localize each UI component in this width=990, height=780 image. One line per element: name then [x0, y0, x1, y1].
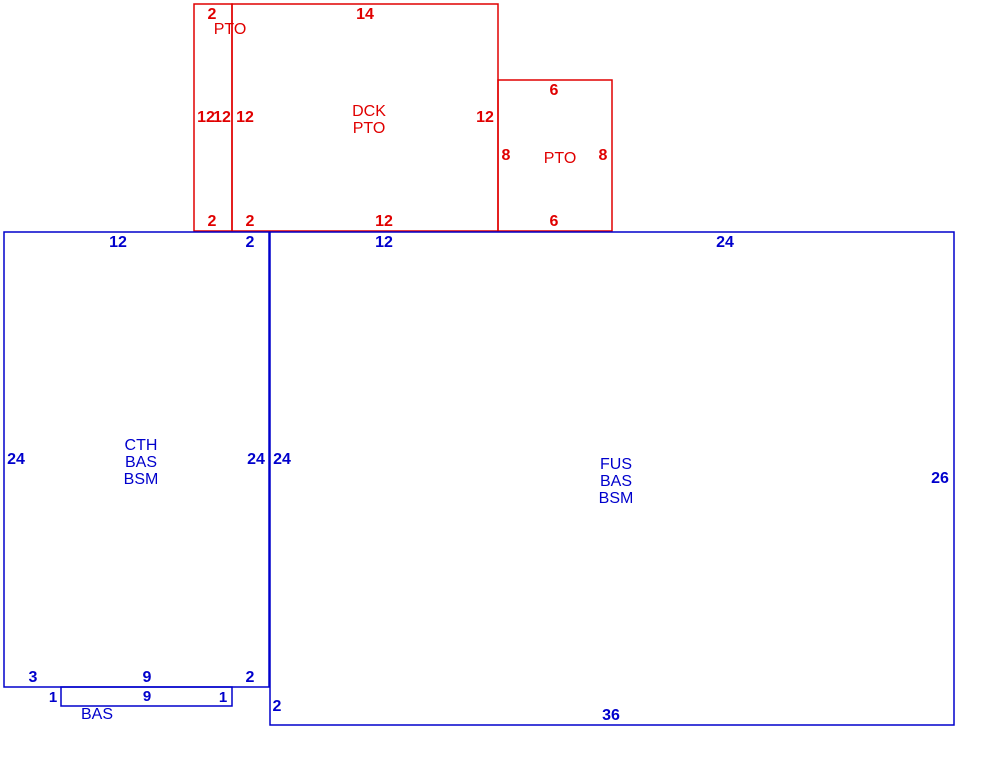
fus-outline: [269, 231, 955, 726]
pto-small-dim-left: 12: [197, 109, 215, 126]
dck-dim-right: 12: [476, 109, 494, 126]
cth-dim-bottom-left: 3: [29, 669, 38, 686]
cth-dim-right: 24: [247, 451, 265, 468]
cth-label-line2: BAS: [125, 454, 157, 471]
fus-dim-bottom-left: 2: [273, 698, 282, 715]
fus-label-line3: BSM: [599, 490, 634, 507]
fus-dim-right: 26: [931, 470, 949, 487]
pto-right-dim-right: 8: [599, 147, 608, 164]
pto-right-outline: [497, 79, 613, 232]
cth-label-line1: CTH: [125, 437, 158, 454]
pto-small-dim-bottom: 2: [208, 213, 217, 230]
pto-small-dim-top: 2: [208, 6, 217, 23]
bas-small-outline: [60, 686, 233, 707]
dck-dim-bottom: 12: [375, 213, 393, 230]
bas-small-dim-left: 1: [49, 689, 57, 706]
cth-dim-bottom: 9: [143, 669, 152, 686]
upper-labels: 2 PTO 12 12 2 14 12 DCK PTO 12 2 12 6 8 …: [197, 6, 607, 230]
dck-dim-bottom-left: 2: [246, 213, 255, 230]
dck-dim-top: 14: [356, 6, 374, 23]
cth-dim-bottom-right: 2: [246, 669, 255, 686]
fus-dim-top-right: 24: [716, 234, 734, 251]
upper-areas: [193, 3, 613, 232]
bas-small-label: BAS: [81, 706, 113, 723]
pto-right-dim-bottom: 6: [550, 213, 559, 230]
dck-label-line2: PTO: [353, 120, 386, 137]
fus-dim-top-left: 12: [375, 234, 393, 251]
cth-dim-top: 12: [109, 234, 127, 251]
pto-right-dim-top: 6: [550, 82, 559, 99]
bas-small-dim-top: 9: [143, 688, 151, 705]
main-labels: 12 2 24 CTH BAS BSM 24 3 9 2 12 24 24 FU…: [7, 234, 949, 724]
dck-label-line1: DCK: [352, 103, 386, 120]
pto-right-dim-left: 8: [502, 147, 511, 164]
bas-small-dim-right: 1: [219, 689, 227, 706]
pto-small-label: PTO: [214, 21, 247, 38]
fus-label-line1: FUS: [600, 456, 632, 473]
cth-dim-top-right: 2: [246, 234, 255, 251]
fus-dim-left: 24: [273, 451, 291, 468]
main-areas: [3, 231, 955, 726]
fus-dim-bottom: 36: [602, 707, 620, 724]
pto-right-label: PTO: [544, 150, 577, 167]
cth-dim-left: 24: [7, 451, 25, 468]
pto-small-dim-right: 12: [213, 109, 231, 126]
dck-dim-left: 12: [236, 109, 254, 126]
fus-label-line2: BAS: [600, 473, 632, 490]
cth-label-line3: BSM: [124, 471, 159, 488]
